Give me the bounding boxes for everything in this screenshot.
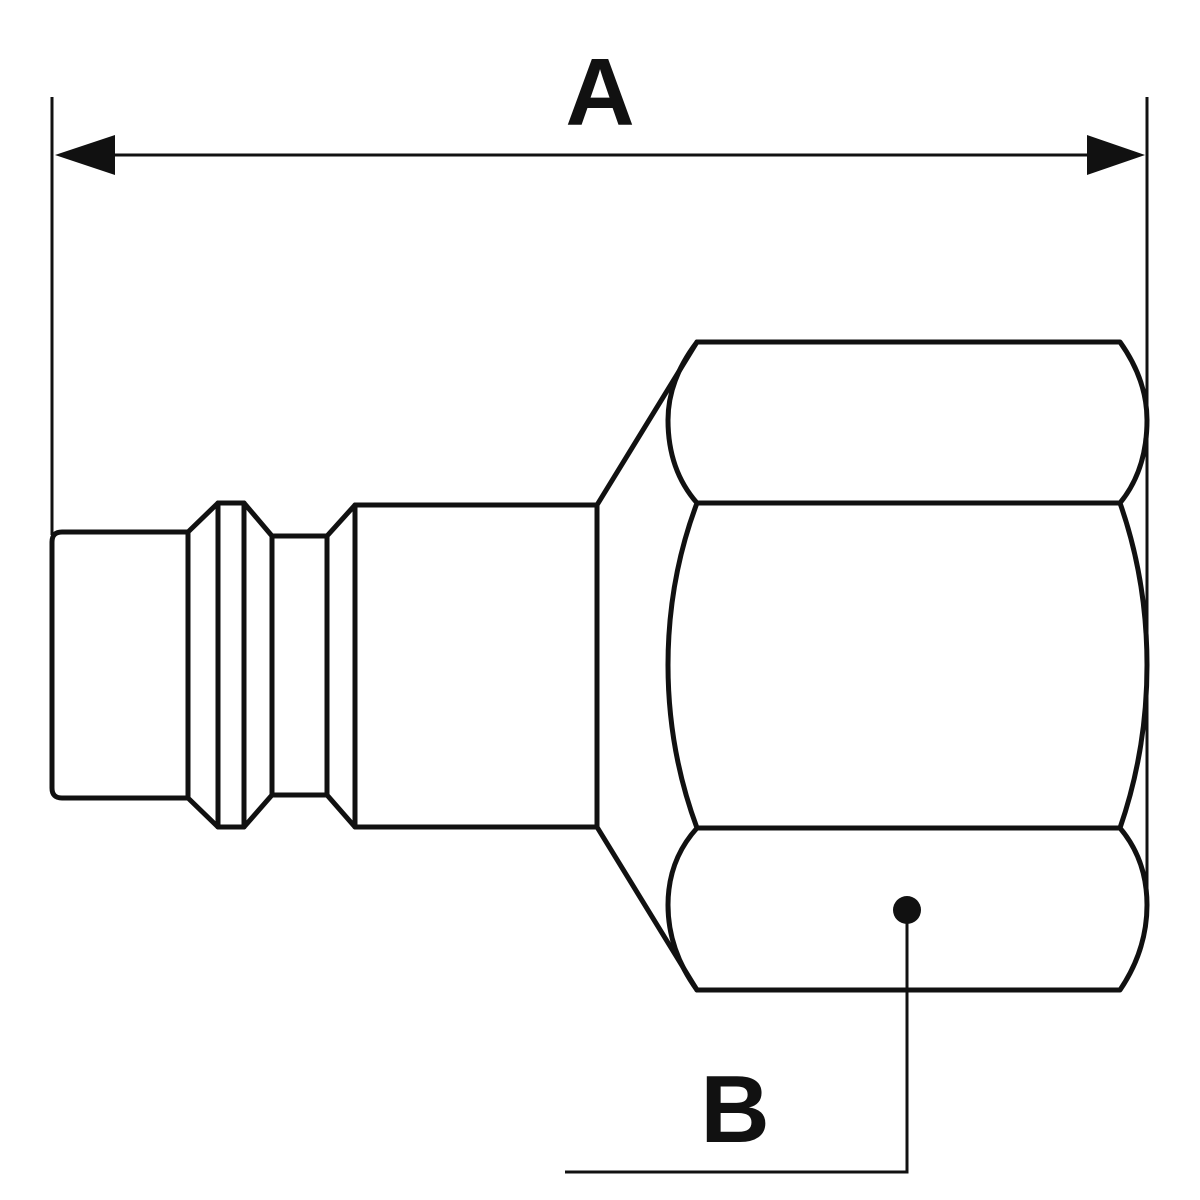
dimension-b: B [565, 896, 921, 1174]
cone [594, 339, 700, 993]
plug-body [49, 339, 700, 993]
arrowhead-right-icon [1087, 135, 1145, 175]
hex-left-arcs [665, 339, 700, 993]
plug-nose [49, 529, 191, 801]
label-b: B [700, 1056, 769, 1163]
locking-ring [185, 500, 275, 830]
arrowhead-left-icon [55, 135, 115, 175]
shank [352, 502, 600, 830]
chamfer [324, 502, 358, 830]
dimension-a: A [50, 39, 1149, 915]
leader-line [565, 910, 909, 1174]
hex-nut [665, 339, 1150, 993]
hex-outline [694, 339, 1150, 993]
label-a: A [565, 39, 634, 146]
groove [269, 533, 330, 798]
